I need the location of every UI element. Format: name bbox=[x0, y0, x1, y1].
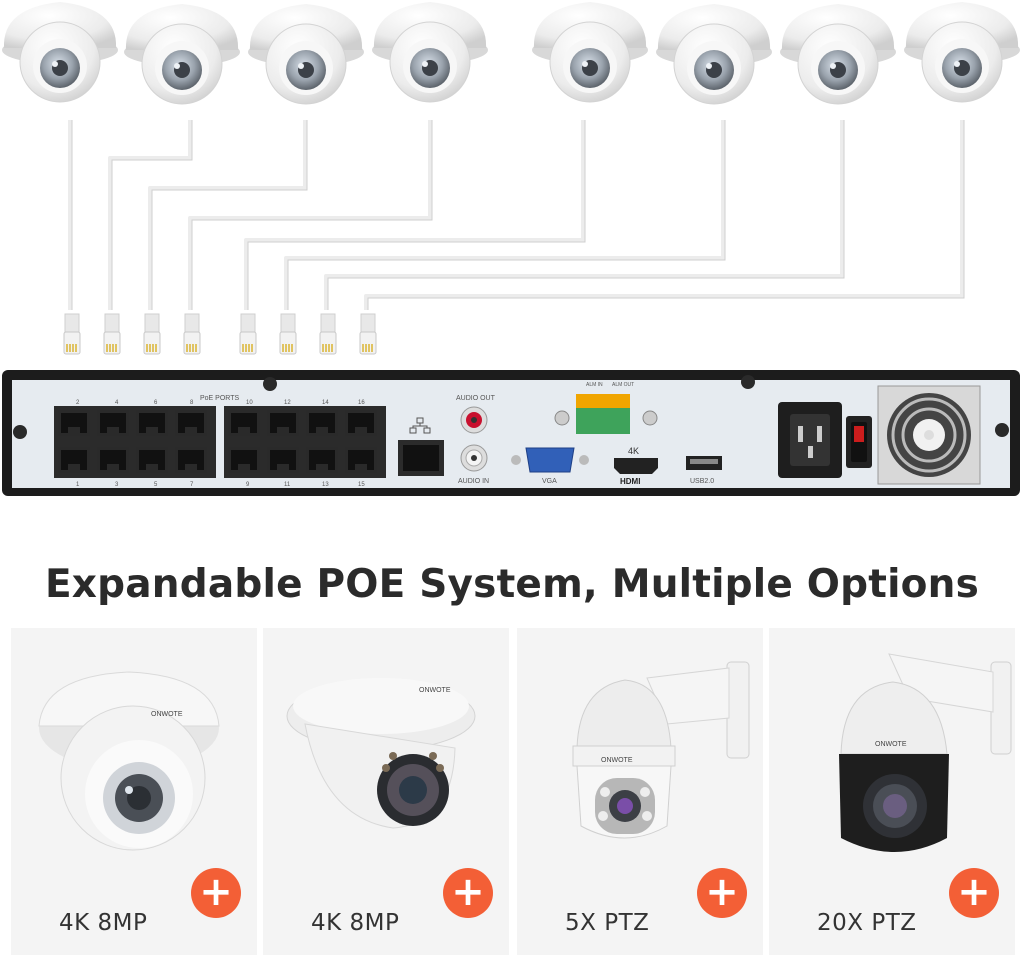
options-row: ONWOTE + 4K 8MP ONWOTE + 4K 8MP bbox=[11, 628, 1015, 955]
port-num-10: 10 bbox=[246, 400, 253, 406]
port-num-11: 11 bbox=[284, 482, 291, 488]
port-num-1: 1 bbox=[76, 482, 80, 488]
port-num-15: 15 bbox=[358, 482, 365, 488]
ptz-20x-camera-image: ONWOTE bbox=[839, 653, 1012, 852]
port-num-3: 3 bbox=[115, 482, 119, 488]
option-card-4k-8mp-dome[interactable]: ONWOTE + 4K 8MP bbox=[263, 628, 509, 955]
ptz-5x-camera-image: ONWOTE bbox=[572, 661, 750, 839]
port-num-6: 6 bbox=[154, 400, 158, 406]
option-label: 20X PTZ bbox=[817, 910, 917, 936]
option-card-5x-ptz[interactable]: ONWOTE + 5X PTZ bbox=[517, 628, 763, 955]
brand-logo: ONWOTE bbox=[875, 741, 907, 748]
option-label: 4K 8MP bbox=[59, 910, 148, 936]
vga-label: VGA bbox=[542, 478, 557, 485]
audio-out-label: AUDIO OUT bbox=[456, 395, 496, 402]
brand-logo: ONWOTE bbox=[151, 711, 183, 718]
hdmi-label: HDMI bbox=[620, 477, 640, 486]
network-icon bbox=[409, 417, 431, 434]
alm-in-label: ALM IN bbox=[586, 382, 603, 388]
port-num-9: 9 bbox=[246, 482, 250, 488]
port-num-13: 13 bbox=[322, 482, 329, 488]
brand-logo: ONWOTE bbox=[419, 687, 451, 694]
option-label: 5X PTZ bbox=[565, 910, 650, 936]
port-num-4: 4 bbox=[115, 400, 119, 406]
add-button[interactable]: + bbox=[443, 868, 493, 918]
usb-label: USB2.0 bbox=[690, 478, 714, 485]
dome-camera-image: ONWOTE bbox=[286, 678, 476, 829]
alm-out-label: ALM OUT bbox=[612, 382, 634, 388]
brand-logo: ONWOTE bbox=[601, 757, 633, 764]
port-num-16: 16 bbox=[358, 400, 365, 406]
port-num-5: 5 bbox=[154, 482, 158, 488]
port-num-7: 7 bbox=[190, 482, 194, 488]
port-num-14: 14 bbox=[322, 400, 329, 406]
option-card-20x-ptz[interactable]: ONWOTE + 20X PTZ bbox=[769, 628, 1015, 955]
port-num-2: 2 bbox=[76, 400, 80, 406]
port-num-8: 8 bbox=[190, 400, 194, 406]
poe-ports-label: PoE PORTS bbox=[200, 395, 239, 402]
add-button[interactable]: + bbox=[697, 868, 747, 918]
add-button[interactable]: + bbox=[191, 868, 241, 918]
add-button[interactable]: + bbox=[949, 868, 999, 918]
option-label: 4K 8MP bbox=[311, 910, 400, 936]
option-card-4k-8mp-turret[interactable]: ONWOTE + 4K 8MP bbox=[11, 628, 257, 955]
nvr-system-illustration: PoE PORTS 2 4 6 8 10 12 14 16 1 3 5 7 9 … bbox=[1, 1, 1021, 496]
turret-camera-image: ONWOTE bbox=[38, 671, 220, 851]
port-num-12: 12 bbox=[284, 400, 291, 406]
hdmi-4k-label: 4K bbox=[628, 446, 639, 456]
headline: Expandable POE System, Multiple Options bbox=[44, 562, 980, 607]
audio-in-label: AUDIO IN bbox=[458, 478, 489, 485]
